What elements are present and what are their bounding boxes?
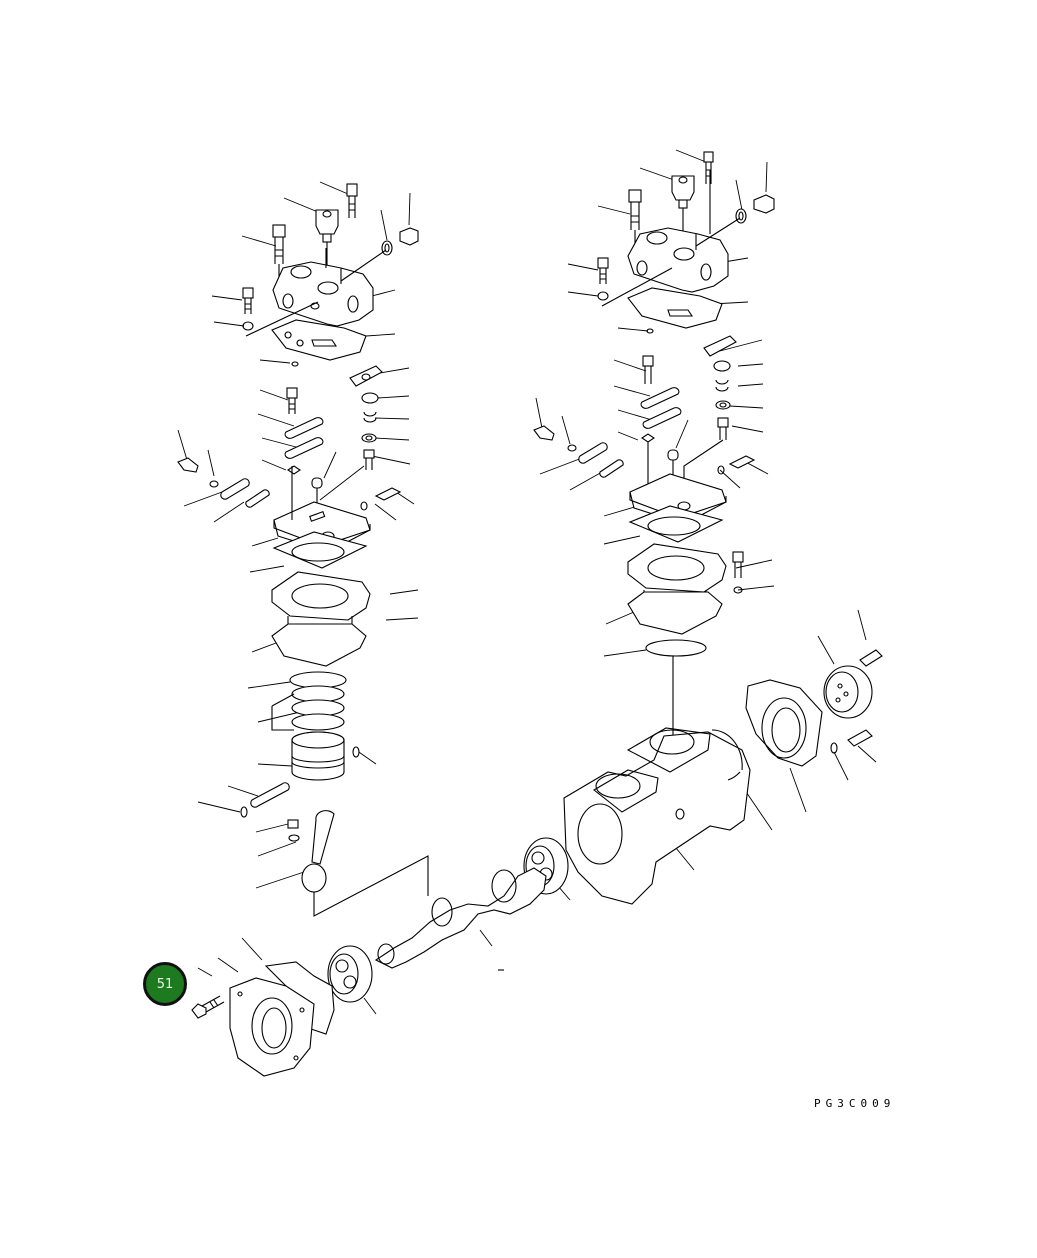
callout-51-label: 51 [156, 976, 174, 992]
callout-51-badge[interactable]: 51 [143, 962, 187, 1006]
right-cylinder-head-group [535, 149, 775, 657]
left-cylinder-head-group [211, 181, 419, 367]
left-cylinder-group [197, 571, 429, 917]
left-valve-plate-group [177, 365, 415, 573]
crankcase-group [191, 609, 883, 1077]
right-valve-plate-group [533, 335, 756, 740]
drawing-code: PG3C009 [814, 1097, 896, 1110]
